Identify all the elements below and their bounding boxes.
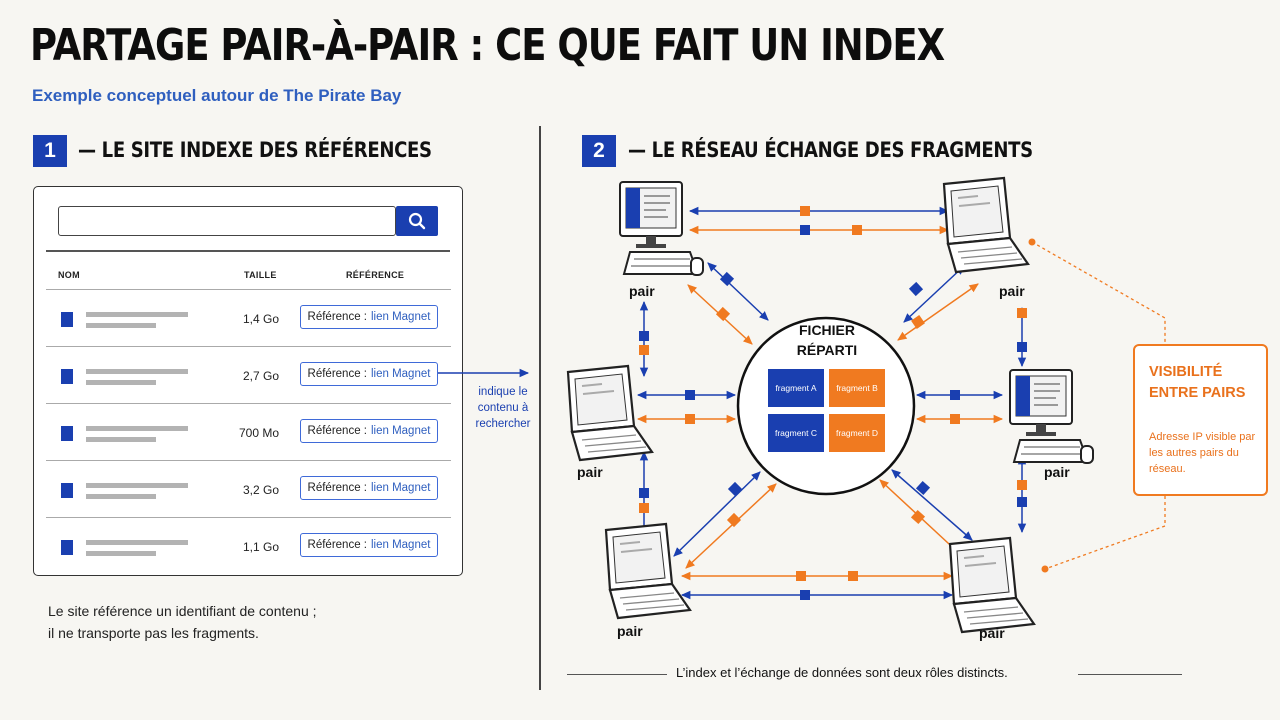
section-1-title: — LE SITE INDEXE DES RÉFÉRENCES [78,138,432,162]
peer-label: pair [577,464,603,480]
laptop-icon [942,176,1030,274]
name-placeholder [86,551,156,556]
index-site-panel: NOM TAILLE RÉFÉRENCE 1,4 Go Référence : … [33,186,463,576]
table-row: 1,4 Go Référence : lien Magnet [46,289,451,346]
table-header-divider [46,250,450,252]
magnet-link[interactable]: lien Magnet [370,425,431,437]
laptop-icon [604,522,692,620]
name-placeholder [86,494,156,499]
fragment-a: fragment A [768,369,824,407]
exchange-link [891,469,973,541]
row-size: 3,2 Go [242,483,279,497]
visibility-title: VISIBILITÉ ENTRE PAIRS [1149,362,1264,404]
visibility-title-line-1: VISIBILITÉ [1149,364,1223,380]
exchange-link [673,471,761,557]
conclusion-text: L’index et l’échange de données sont deu… [676,665,1008,680]
magnet-link[interactable]: lien Magnet [370,482,431,494]
name-placeholder [86,380,156,385]
magnet-reference-button[interactable]: Référence : lien Magnet [300,362,438,386]
reference-prefix: Référence : [307,539,367,551]
exchange-link [685,483,777,569]
row-size: 1,4 Go [242,312,279,326]
magnet-link[interactable]: lien Magnet [370,368,431,380]
document-icon [61,312,73,327]
fragment-d: fragment D [829,414,885,452]
visibility-callout: VISIBILITÉ ENTRE PAIRS Adresse IP visibl… [1133,344,1268,496]
magnet-link[interactable]: lien Magnet [370,539,431,551]
step-badge-2: 2 [582,135,616,167]
magnet-reference-button[interactable]: Référence : lien Magnet [300,419,438,443]
conclusion-rule-left [567,674,667,676]
magnet-reference-button[interactable]: Référence : lien Magnet [300,476,438,500]
column-header-reference: RÉFÉRENCE [346,270,405,280]
peer-label: pair [999,283,1025,299]
table-row: 1,1 Go Référence : lien Magnet [46,517,451,574]
column-header-name: NOM [58,270,80,280]
visibility-text: Adresse IP visible par les autres pairs … [1149,431,1256,475]
row-size: 1,1 Go [242,540,279,554]
peer-label: pair [617,623,643,639]
laptop-icon [948,536,1036,634]
page-title: PARTAGE PAIR-À-PAIR : CE QUE FAIT UN IND… [30,20,945,71]
magnet-reference-button[interactable]: Référence : lien Magnet [300,533,438,557]
hub-title: FICHIER RÉPARTI [772,320,882,360]
name-placeholder [86,323,156,328]
visibility-title-line-2: ENTRE PAIRS [1149,385,1246,401]
name-placeholder [86,312,188,317]
left-note: Le site référence un identifiant de cont… [48,600,317,644]
table-row: 700 Mo Référence : lien Magnet [46,403,451,460]
step-badge-1: 1 [33,135,67,167]
magnet-link[interactable]: lien Magnet [370,311,431,323]
search-input[interactable] [58,206,396,236]
page-subtitle: Exemple conceptuel autour de The Pirate … [32,86,402,105]
visibility-link [1031,241,1166,344]
name-placeholder [86,540,188,545]
document-icon [61,483,73,498]
fragment-c: fragment C [768,414,824,452]
reference-prefix: Référence : [307,368,367,380]
peer-label: pair [629,283,655,299]
name-placeholder [86,426,188,431]
name-placeholder [86,437,156,442]
section-divider [539,126,541,690]
document-icon [61,369,73,384]
row-size: 700 Mo [238,426,279,440]
column-header-size: TAILLE [244,270,277,280]
desktop-computer-icon [1009,369,1094,464]
exchange-link [903,265,965,323]
table-row: 2,7 Go Référence : lien Magnet [46,346,451,403]
exchange-link [897,283,979,341]
document-icon [61,426,73,441]
laptop-icon [566,364,654,462]
reference-prefix: Référence : [307,311,367,323]
fragment-b: fragment B [829,369,885,407]
magnet-reference-button[interactable]: Référence : lien Magnet [300,305,438,329]
reference-prefix: Référence : [307,482,367,494]
left-note-line-2: il ne transporte pas les fragments. [48,625,259,641]
table-row: 3,2 Go Référence : lien Magnet [46,460,451,517]
hub-title-line-2: RÉPARTI [796,342,858,358]
document-icon [61,540,73,555]
visibility-link [1044,496,1166,570]
left-note-line-1: Le site référence un identifiant de cont… [48,603,317,619]
search-icon [408,212,426,230]
reference-prefix: Référence : [307,425,367,437]
desktop-computer-icon [619,181,704,276]
search-button[interactable] [396,206,438,236]
row-size: 2,7 Go [242,369,279,383]
name-placeholder [86,483,188,488]
conclusion-rule-right [1078,674,1182,676]
peer-label: pair [1044,464,1070,480]
name-placeholder [86,369,188,374]
hub-title-line-1: FICHIER [799,322,855,338]
peer-label: pair [979,625,1005,641]
section-2-title: — LE RÉSEAU ÉCHANGE DES FRAGMENTS [628,138,1033,162]
arrow-label: indique le contenu à rechercher [475,386,531,430]
